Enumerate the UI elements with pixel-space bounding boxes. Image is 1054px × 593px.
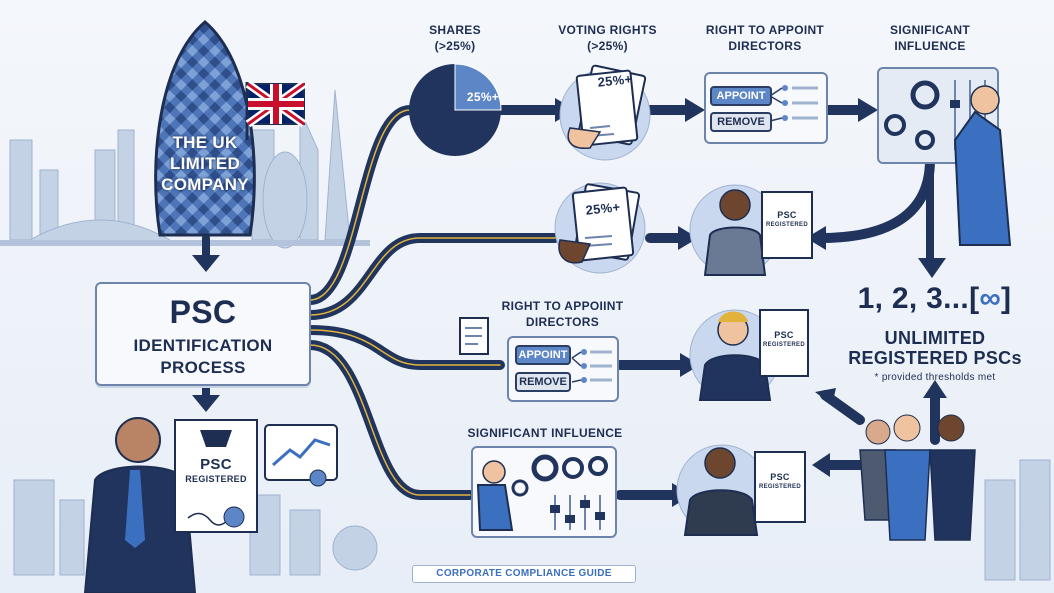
process-line-3: PROCESS: [160, 358, 246, 377]
company-title-line-1: THE UK: [172, 133, 238, 152]
influence-top-label: SIGNIFICANT INFLUENCE: [870, 22, 990, 54]
infinity-icon: ∞: [979, 282, 1002, 315]
control-panel-top-icon: [877, 67, 1012, 246]
appoint-button-mid: APPOINT: [515, 345, 571, 365]
cert-p1-text: PSC REGISTERED: [763, 210, 811, 230]
influence-mid-label: SIGNIFICANT INFLUENCE: [467, 426, 623, 440]
company-title: THE UK LIMITED COMPANY: [150, 132, 260, 195]
cert-large-text: PSC REGISTERED: [178, 456, 254, 486]
businessman-figure: [83, 417, 197, 593]
london-skyline-left: [0, 89, 370, 249]
psc-process-box: PSC IDENTIFICATION PROCESS: [95, 282, 311, 386]
result-count: 1, 2, 3...[∞]: [857, 282, 1012, 315]
company-title-line-2: LIMITED: [169, 154, 241, 173]
cert-p2-text: PSC REGISTERED: [761, 330, 807, 350]
appoint-mid-label-line-1: RIGHT TO APPOIINT: [501, 299, 624, 313]
trend-chart-icon: [264, 424, 338, 487]
cert-large-line-1: PSC: [200, 456, 232, 473]
result-note: * provided thresholds met: [874, 372, 996, 383]
shares-label-line-2: (>25%): [434, 39, 476, 53]
result-line-2: REGISTERED PSCs: [848, 348, 1022, 368]
footer-badge: CORPORATE COMPLIANCE GUIDE: [412, 565, 636, 583]
psc-person-1: [689, 184, 813, 276]
appoint-button-top: APPOINT: [710, 86, 772, 106]
pie-chart-icon: [409, 63, 502, 156]
psc-person-2: [689, 309, 809, 401]
cert-p2-line-2: REGISTERED: [762, 342, 805, 348]
voting-label-line-1: VOTING RIGHTS: [558, 23, 657, 37]
document-small-icon: [459, 317, 489, 355]
cert-p3-line-2: REGISTERED: [758, 484, 801, 490]
cert-p1-line-1: PSC: [777, 210, 797, 220]
appoint-top-label-line-1: RIGHT TO APPOINT: [705, 23, 825, 37]
influence-top-label-line-2: INFLUENCE: [894, 39, 966, 53]
remove-button-mid: REMOVE: [515, 372, 571, 392]
gherkin-tower: [154, 20, 256, 237]
cert-large-line-2: REGISTERED: [185, 474, 247, 484]
appoint-top-label: RIGHT TO APPOINT DIRECTORS: [690, 22, 840, 54]
shares-value: 25%+: [466, 90, 500, 104]
appoint-top-label-line-2: DIRECTORS: [728, 39, 802, 53]
result-line-1: UNLIMITED: [884, 328, 986, 348]
footer-label: CORPORATE COMPLIANCE GUIDE: [436, 568, 612, 579]
skyline-right: [984, 459, 1051, 581]
appoint-panel-top: [704, 72, 828, 144]
cert-p3-line-1: PSC: [770, 472, 790, 482]
shares-label-line-1: SHARES: [429, 23, 481, 37]
cert-p3-text: PSC REGISTERED: [756, 472, 804, 492]
voting-document-mid-icon: [554, 182, 646, 274]
company-title-line-3: COMPANY: [161, 175, 249, 194]
cert-p1-line-2: REGISTERED: [765, 222, 808, 228]
process-line-2: IDENTIFICATION: [133, 336, 273, 355]
process-line-1: PSC: [169, 294, 237, 330]
influence-top-label-line-1: SIGNIFICANT: [890, 23, 970, 37]
appoint-mid-label: RIGHT TO APPOIINT DIRECTORS: [480, 298, 645, 330]
control-panel-bottom-icon: [471, 446, 617, 538]
flow-connectors: [192, 98, 947, 507]
cert-p2-line-1: PSC: [774, 330, 794, 340]
remove-button-top: REMOVE: [710, 112, 772, 132]
result-count-text: 1, 2, 3...: [857, 282, 970, 315]
union-flag-icon: [245, 80, 307, 140]
voting-label: VOTING RIGHTS (>25%): [545, 22, 670, 54]
voting-document-icon: [559, 64, 651, 161]
certificate-large: [174, 419, 258, 533]
people-group: [859, 414, 976, 541]
shares-label: SHARES (>25%): [410, 22, 500, 54]
london-skyline-bottom: [13, 479, 378, 576]
psc-person-3: [676, 444, 806, 536]
voting-label-line-2: (>25%): [587, 39, 628, 53]
appoint-mid-label-line-2: DIRECTORS: [525, 315, 600, 329]
